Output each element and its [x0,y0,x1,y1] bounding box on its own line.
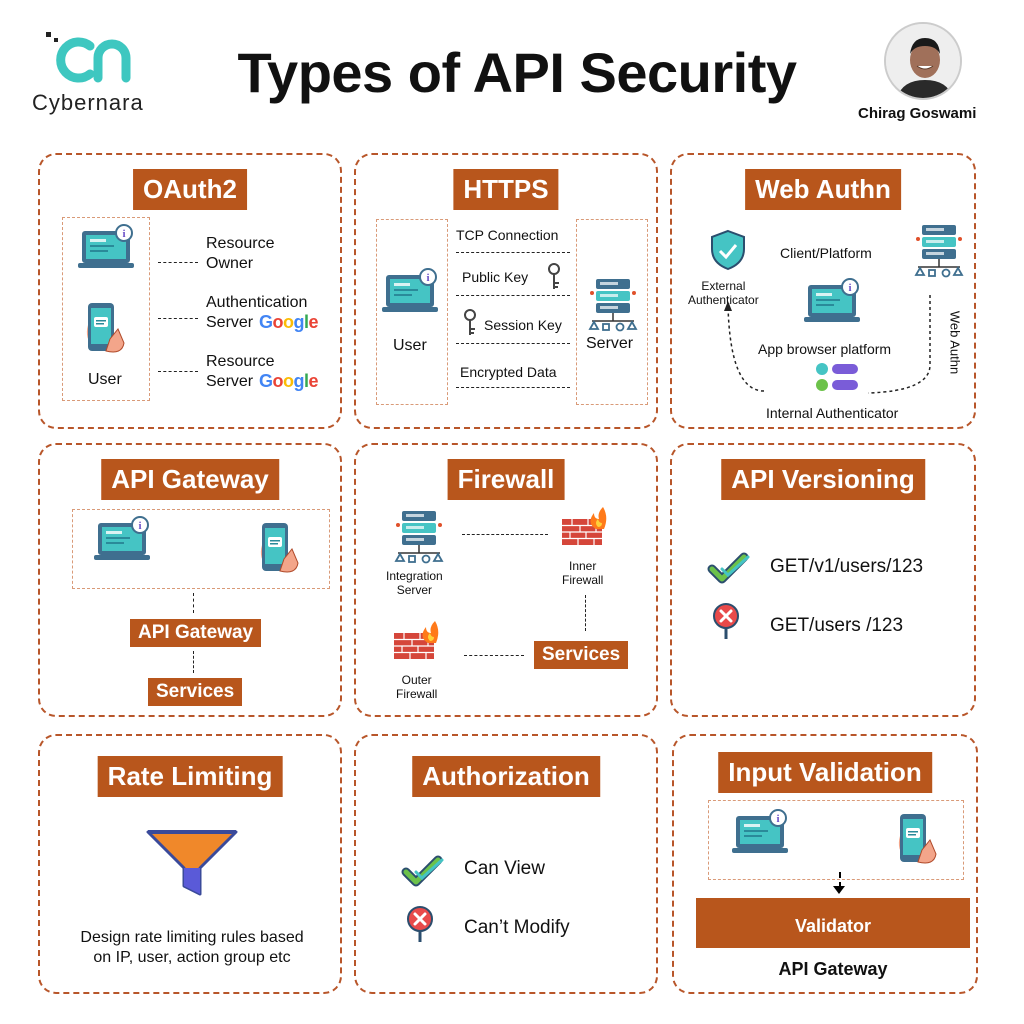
laptop-icon [93,516,151,561]
arrow [464,655,524,656]
app-browser-label: App browser platform [758,341,892,357]
client-platform-label: Client/Platform [780,245,872,261]
check-icon [404,856,444,886]
https-title: HTTPS [453,169,559,210]
internal-auth-label: Internal Authenticator [766,405,899,421]
api-gateway-title: API Gateway [101,459,279,500]
validator-bar [696,898,970,948]
funnel-icon [146,830,238,896]
flow-arrows [724,295,931,394]
check-icon [710,553,750,583]
arrow [456,295,570,296]
key-icon [464,309,476,335]
tcp-label: TCP Connection [456,227,559,243]
person-photo-icon [886,24,960,98]
arrow [839,872,841,888]
webauthn-card: Web Authn External Authenticator Client/… [670,153,976,429]
rate-limiting-title: Rate Limiting [97,756,283,797]
arrow [158,371,198,372]
brand-logo: Cybernara [30,28,160,118]
page-title: Types of API Security [237,41,798,104]
arrow [585,595,586,631]
services-tag: Services [148,678,243,706]
resource-owner-label: Resource Owner [206,235,275,272]
arrow [158,318,198,319]
arrow-head-icon [833,886,845,894]
webauthn-title: Web Authn [745,169,901,210]
cant-modify-label: Can’t Modify [464,917,570,938]
input-validation-title: Input Validation [718,752,932,793]
validator-label: Validator [794,916,872,936]
https-server-box [576,219,648,405]
gateway-clients-box [72,509,330,589]
authorization-card: Authorization Can View Can’t Modify [354,734,658,994]
firewall-icon [561,506,607,546]
laptop-icon [77,224,135,269]
google-logo: Google [259,312,319,332]
firewall-card: Firewall Integration Server Inner Firewa… [354,443,658,717]
oauth2-user-box [62,217,150,401]
arrow [158,262,198,263]
arrow [462,534,548,535]
auth-server-label: Authentication Server [206,294,308,331]
authorization-title: Authorization [412,756,600,797]
unversioned-endpoint: GET/users /123 [770,615,904,636]
cybernara-logo-icon [46,32,131,83]
phone-icon [898,813,937,864]
toggle-controls-icon [816,363,858,391]
firewall-icon [393,620,439,660]
key-icon [548,263,560,289]
inner-firewall-label: Inner Firewall [562,559,604,588]
author-avatar [884,22,962,100]
arrow [193,651,194,673]
input-validation-card: Input Validation Validator API Gateway [672,734,978,994]
external-auth-label: External Authenticator [688,279,759,308]
author-name: Chirag Goswami [858,105,977,122]
outer-firewall-label: Outer Firewall [396,673,438,702]
laptop-icon [731,809,789,854]
brand-name: Cybernara [32,90,144,115]
phone-icon [260,522,299,573]
can-view-label: Can View [464,858,545,879]
gateway-tag: API Gateway [130,619,262,647]
api-versioning-card: API Versioning GET/v1/users/123 GET/user… [670,443,976,717]
validation-gateway-label: API Gateway [778,959,888,979]
api-gateway-card: API Gateway API Gateway Services [38,443,342,717]
oauth2-title: OAuth2 [133,169,247,210]
oauth2-card: OAuth2 User Resource Owner Authenticatio… [38,153,342,429]
public-key-label: Public Key [462,269,529,285]
services-tag: Services [534,641,629,669]
server-icon [395,510,443,564]
cross-icon [712,602,740,641]
shield-icon [711,229,745,271]
resource-server-label: Resource Server [206,353,275,390]
https-server-label: Server [586,335,634,352]
https-user-label: User [393,337,427,354]
api-versioning-title: API Versioning [721,459,925,500]
versioned-endpoint: GET/v1/users/123 [770,556,924,577]
validation-clients-box [708,800,964,880]
laptop-icon [381,268,439,313]
oauth2-user-label: User [88,371,122,388]
arrow [193,593,194,613]
rate-limiting-desc: Design rate limiting rules based on IP, … [80,929,304,966]
cross-icon [406,905,434,944]
arrow [456,252,570,253]
firewall-title: Firewall [447,459,565,500]
encrypted-label: Encrypted Data [460,364,557,380]
https-user-box [376,219,448,405]
server-icon [589,278,637,332]
rate-limiting-card: Rate Limiting Design rate limiting rules… [38,734,342,994]
session-key-label: Session Key [484,317,562,333]
https-card: HTTPS User Server TCP Connection Public … [354,153,658,429]
arrow [456,343,570,344]
arrow [456,387,570,388]
integration-label: Integration Server [386,569,443,598]
google-logo: Google [259,371,319,391]
phone-icon [86,302,125,353]
